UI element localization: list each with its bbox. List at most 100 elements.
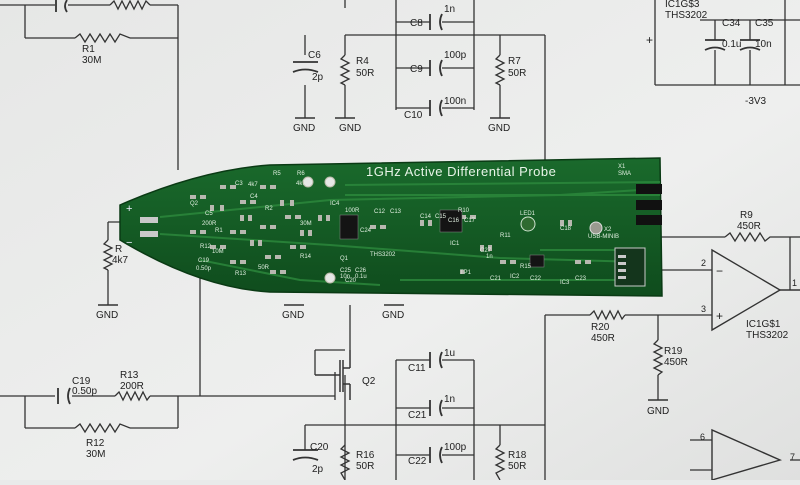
r9-value: 450R — [737, 221, 761, 232]
silkscreen: X1 SMA X2 USB-MINIB LED1 TP1 THS3202 C3 … — [190, 164, 631, 286]
pcb-minus-label: − — [126, 237, 132, 249]
smd-pad-field — [190, 185, 591, 274]
c9-ref: C9 — [410, 64, 423, 75]
ic-top-ref: IC1G$3 — [665, 0, 700, 10]
gnd-label-r7: GND — [488, 123, 510, 134]
svg-text:C3: C3 — [235, 181, 243, 187]
usb-pins — [618, 255, 626, 279]
svg-text:C4: C4 — [250, 194, 258, 200]
svg-text:50R: 50R — [258, 265, 270, 271]
r13-value: 200R — [120, 381, 144, 392]
plus-sign-top: + — [646, 33, 653, 47]
x1-label: X1 — [618, 164, 626, 170]
r16-ref: R16 — [356, 450, 375, 461]
c21-value: 1n — [444, 394, 455, 405]
c8-value: 1n — [444, 4, 455, 15]
gnd-label-pcb-left: GND — [282, 310, 304, 321]
transistor-q2-symbol — [315, 350, 351, 400]
svg-text:C21: C21 — [490, 276, 502, 282]
r4-ref: R4 — [356, 56, 369, 67]
amp-value: THS3202 — [746, 330, 789, 341]
svg-text:C5: C5 — [205, 211, 213, 217]
r12-ref: R12 — [86, 438, 105, 449]
c6-value: 2p — [312, 72, 324, 83]
svg-text:0.1u: 0.1u — [355, 274, 367, 280]
r7-value: 50R — [508, 68, 526, 79]
pin-2: 2 — [701, 258, 706, 268]
svg-text:100R: 100R — [345, 208, 360, 214]
c19-ref: C19 — [72, 376, 91, 387]
mount-hole — [324, 176, 336, 188]
svg-text:C12: C12 — [374, 209, 386, 215]
gnd-label-c6: GND — [293, 123, 315, 134]
svg-text:C15: C15 — [435, 214, 447, 220]
r9-ref: R9 — [740, 210, 753, 221]
mount-hole — [324, 272, 336, 284]
svg-text:30M: 30M — [300, 221, 312, 227]
gnd-symbols — [98, 117, 668, 401]
svg-text:R5: R5 — [273, 171, 281, 177]
svg-text:200R: 200R — [202, 221, 217, 227]
c11-value: 1u — [444, 348, 455, 359]
svg-text:IC1: IC1 — [450, 241, 460, 247]
svg-text:C20: C20 — [345, 278, 357, 284]
opamp-symbols — [711, 248, 800, 481]
r1-value: 30M — [82, 55, 101, 66]
pin-6: 6 — [700, 432, 705, 442]
usb-label: USB-MINIB — [588, 234, 619, 240]
pcb-board: 1GHz Active Differential Probe + − — [119, 157, 663, 297]
c19-value: 0.50p — [72, 386, 97, 397]
pcb-plus-label: + — [126, 203, 132, 215]
r-in-ref: R — [115, 244, 122, 255]
svg-text:0.50p: 0.50p — [196, 266, 212, 272]
c6-ref: C6 — [308, 50, 321, 61]
svg-text:C17: C17 — [464, 218, 476, 224]
r16-value: 50R — [356, 461, 374, 472]
svg-text:C19: C19 — [198, 258, 210, 264]
mount-hole — [302, 176, 314, 188]
svg-text:C24: C24 — [360, 228, 372, 234]
ic2-chip — [439, 209, 463, 233]
svg-text:R13: R13 — [235, 271, 247, 277]
gnd-label-r19: GND — [647, 406, 669, 417]
r1-ref: R1 — [82, 44, 95, 55]
c9-value: 100p — [444, 50, 467, 61]
c34-value: 0.1u — [722, 39, 741, 50]
ic1-chip — [339, 214, 359, 240]
via-large — [589, 221, 603, 235]
led1 — [520, 216, 536, 232]
svg-text:1n: 1n — [486, 254, 493, 260]
svg-text:R11: R11 — [500, 233, 511, 239]
svg-text:R15: R15 — [520, 264, 532, 270]
usb-connector — [614, 247, 646, 287]
r20-ref: R20 — [591, 322, 610, 333]
pcb-outline — [119, 157, 663, 297]
c35-ref: C35 — [755, 18, 774, 29]
ic-top-value: THS3202 — [665, 10, 708, 21]
pin-3: 3 — [701, 304, 706, 314]
svg-text:R10: R10 — [458, 208, 470, 214]
svg-text:C16: C16 — [448, 218, 460, 224]
gnd-label-pcb-mid: GND — [382, 310, 404, 321]
neg-rail-label: -3V3 — [745, 96, 767, 107]
c35-value: 10n — [755, 39, 772, 50]
r18-value: 50R — [508, 461, 526, 472]
svg-text:C14: C14 — [420, 214, 432, 220]
pcb-title: 1GHz Active Differential Probe — [366, 164, 556, 179]
r12-value: 30M — [86, 449, 105, 460]
c10-ref: C10 — [404, 110, 423, 121]
c34-ref: C34 — [722, 18, 741, 29]
svg-text:IC4: IC4 — [330, 201, 340, 207]
gnd-label-rin: GND — [96, 310, 118, 321]
c20-value: 2p — [312, 464, 324, 475]
svg-text:4k7: 4k7 — [248, 182, 258, 188]
r18-ref: R18 — [508, 450, 527, 461]
schematic-labels: R1 30M C6 2p R4 50R C8 1n C9 100p C10 10… — [72, 0, 797, 475]
svg-text:R2: R2 — [265, 206, 273, 212]
svg-text:C26: C26 — [355, 268, 367, 274]
c22-value: 100p — [444, 442, 467, 453]
svg-text:C27: C27 — [480, 248, 492, 254]
